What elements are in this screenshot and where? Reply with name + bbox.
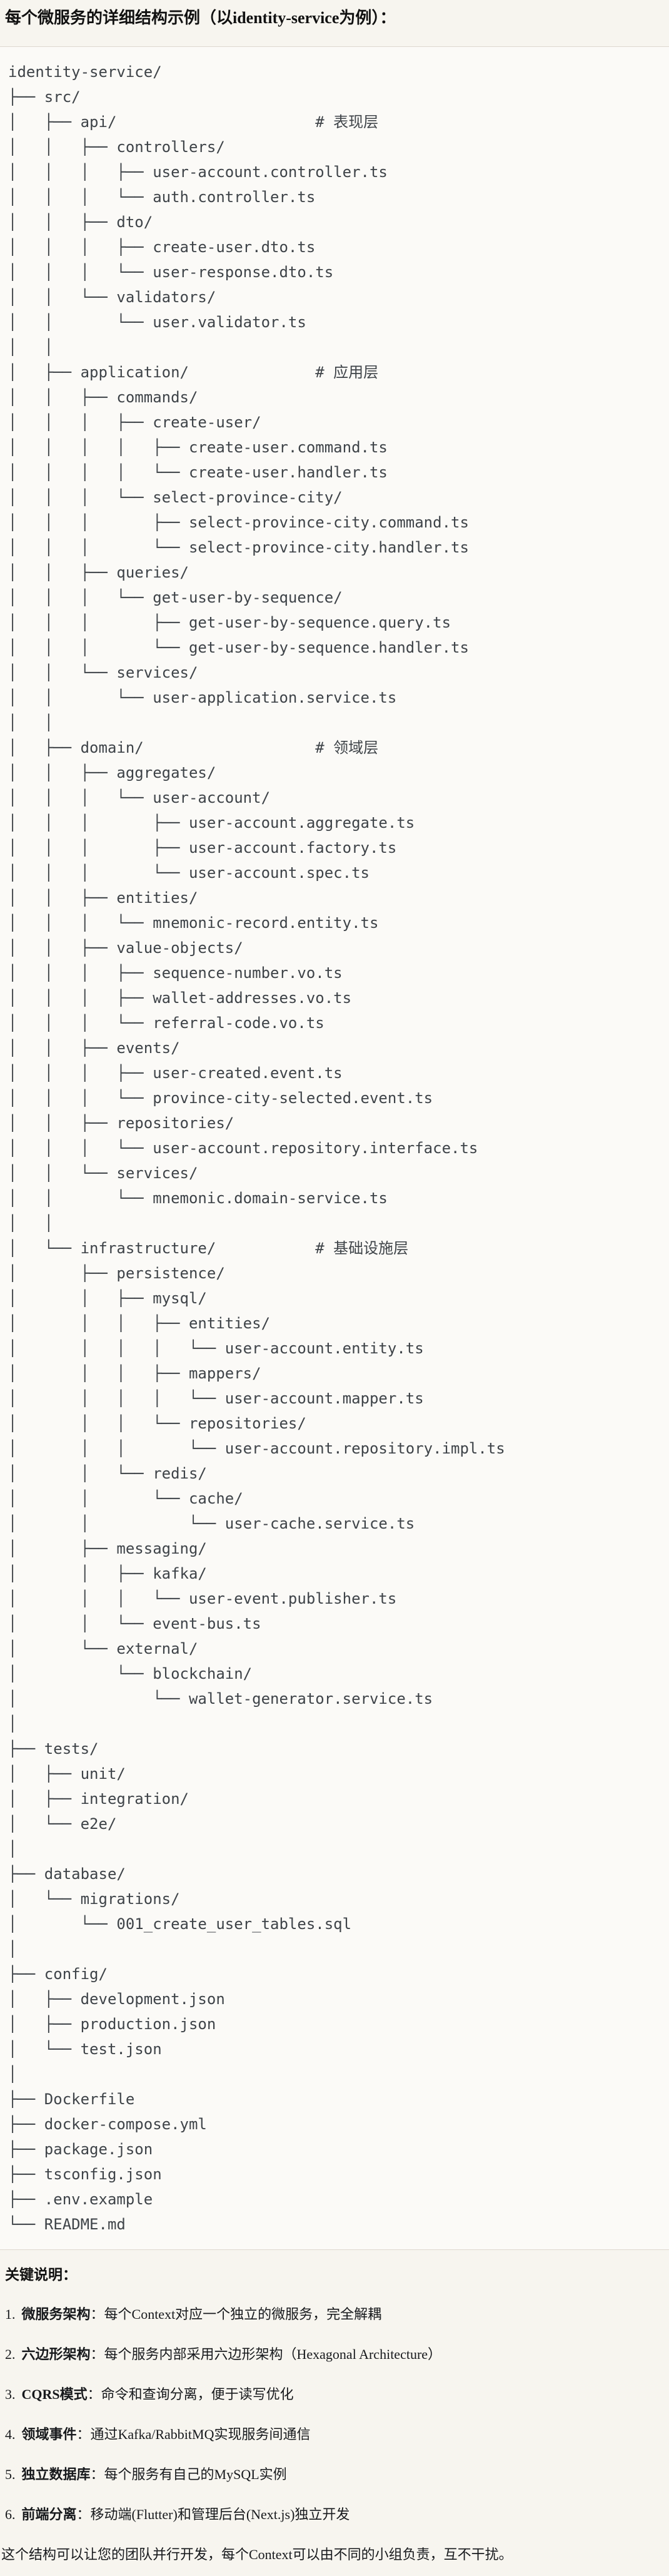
note-text: ：每个服务有自己的MySQL实例 xyxy=(90,2467,287,2482)
notes-list: 1. 微服务架构：每个Context对应一个独立的微服务，完全解耦 2. 六边形架构… xyxy=(5,2305,663,2524)
summary-paragraph: 这个结构可以让您的团队并行开发，每个Context可以由不同的小组负责，互不干扰… xyxy=(1,2547,513,2562)
note-label: 前端分离 xyxy=(21,2507,77,2522)
note-number: 3. xyxy=(5,2386,16,2402)
note-label: 独立数据库 xyxy=(21,2467,91,2482)
note-label: 领域事件 xyxy=(21,2426,77,2442)
note-text: ：移动端(Flutter)和管理后台(Next.js)独立开发 xyxy=(76,2507,350,2522)
notes-heading: 关键说明： xyxy=(5,2267,77,2283)
note-item: 6. 前端分离：移动端(Flutter)和管理后台(Next.js)独立开发 xyxy=(5,2505,663,2524)
note-text: ：每个服务内部采用六边形架构（Hexagonal Architecture） xyxy=(90,2346,442,2362)
note-item: 3. CQRS模式：命令和查询分离，便于读写优化 xyxy=(5,2385,663,2404)
note-number: 4. xyxy=(5,2426,16,2442)
note-label: 微服务架构 xyxy=(21,2306,91,2322)
page-title: 每个微服务的详细结构示例（以identity-service为例）： xyxy=(5,9,396,27)
note-item: 1. 微服务架构：每个Context对应一个独立的微服务，完全解耦 xyxy=(5,2305,663,2324)
key-notes-section: 关键说明： 1. 微服务架构：每个Context对应一个独立的微服务，完全解耦 2… xyxy=(0,2250,669,2570)
note-label: CQRS模式 xyxy=(21,2386,88,2402)
note-text: ：命令和查询分离，便于读写优化 xyxy=(87,2386,294,2402)
note-number: 2. xyxy=(5,2346,16,2362)
note-item: 5. 独立数据库：每个服务有自己的MySQL实例 xyxy=(5,2465,663,2484)
note-number: 6. xyxy=(5,2507,16,2522)
note-item: 4. 领域事件：通过Kafka/RabbitMQ实现服务间通信 xyxy=(5,2425,663,2444)
note-text: ：每个Context对应一个独立的微服务，完全解耦 xyxy=(90,2306,382,2322)
note-text: ：通过Kafka/RabbitMQ实现服务间通信 xyxy=(76,2426,311,2442)
note-label: 六边形架构 xyxy=(21,2346,91,2362)
directory-tree-code-block: identity-service/ ├── src/ │ ├── api/ # … xyxy=(0,46,669,2250)
note-number: 1. xyxy=(5,2306,16,2322)
note-number: 5. xyxy=(5,2467,16,2482)
note-item: 2. 六边形架构：每个服务内部采用六边形架构（Hexagonal Architec… xyxy=(5,2345,663,2364)
